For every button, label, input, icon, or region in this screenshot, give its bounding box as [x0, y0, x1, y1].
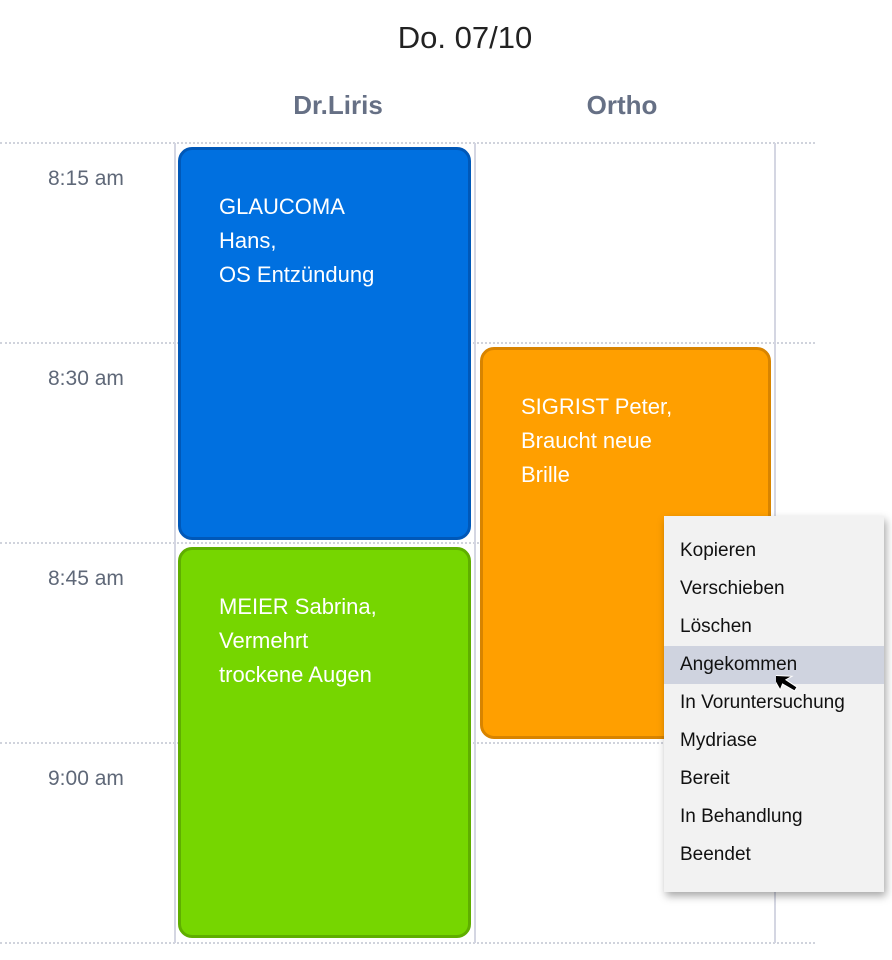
appointment-line: MEIER Sabrina,	[219, 594, 377, 619]
menu-item-in-behandlung[interactable]: In Behandlung	[680, 806, 803, 827]
column-divider	[174, 143, 176, 943]
appointment-line: Brille	[521, 462, 570, 487]
column-header-dr-liris: Dr.Liris	[293, 90, 383, 120]
appointment-line: Hans,	[219, 228, 277, 253]
grid-line	[0, 942, 815, 944]
menu-item-kopieren[interactable]: Kopieren	[680, 540, 757, 561]
column-header-ortho: Ortho	[586, 90, 658, 120]
menu-item-verschieben[interactable]: Verschieben	[680, 578, 785, 599]
grid-line	[0, 142, 815, 144]
appointment-meier-sabrina[interactable]: MEIER Sabrina, Vermehrt trockene Augen	[178, 547, 471, 938]
grid-line	[0, 542, 815, 544]
column-divider	[474, 143, 476, 943]
menu-item-loeschen[interactable]: Löschen	[680, 616, 752, 637]
appointment-line: GLAUCOMA	[219, 194, 345, 219]
date-header: Do. 07/10	[397, 20, 533, 55]
menu-item-bereit[interactable]: Bereit	[680, 768, 730, 789]
menu-item-beendet[interactable]: Beendet	[680, 844, 751, 865]
context-menu: Kopieren Verschieben Löschen Angekommen …	[664, 516, 884, 892]
time-label: 8:15 am	[48, 167, 124, 190]
appointment-line: SIGRIST Peter,	[521, 394, 673, 419]
appointment-line: OS Entzündung	[219, 262, 375, 287]
appointment-glaucoma-hans[interactable]: GLAUCOMA Hans, OS Entzündung	[178, 147, 471, 540]
mouse-cursor-icon	[776, 674, 798, 692]
appointment-line: trockene Augen	[219, 662, 372, 687]
appointment-line: Braucht neue	[521, 428, 652, 453]
time-label: 9:00 am	[48, 767, 124, 790]
time-label: 8:30 am	[48, 367, 124, 390]
time-label: 8:45 am	[48, 567, 124, 590]
menu-item-angekommen[interactable]: Angekommen	[664, 646, 884, 684]
menu-item-in-voruntersuchung[interactable]: In Voruntersuchung	[680, 692, 845, 713]
menu-item-mydriase[interactable]: Mydriase	[680, 730, 758, 751]
appointment-line: Vermehrt	[219, 628, 309, 653]
